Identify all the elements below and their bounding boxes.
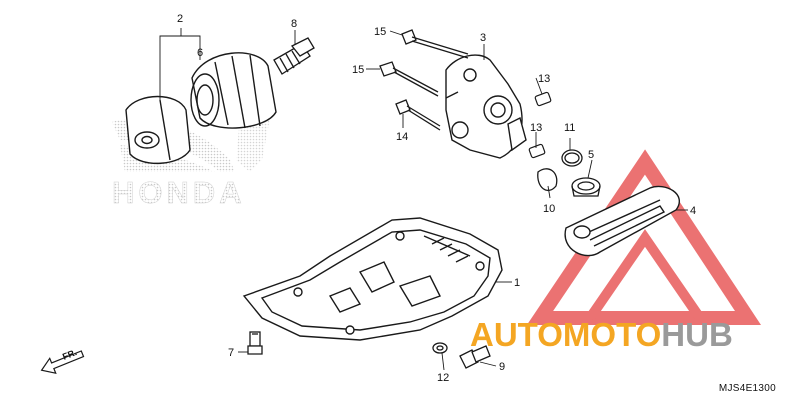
oil-pan	[242, 217, 503, 341]
callout-10: 10	[543, 203, 555, 215]
callout-13-top: 13	[538, 73, 550, 85]
pan-fasteners	[247, 331, 491, 369]
bolts	[379, 29, 469, 131]
callout-15-mid: 15	[352, 64, 364, 76]
honda-logo-text: HONDA	[112, 175, 246, 210]
brand-auto: AUTO	[470, 316, 563, 353]
dowel-pins	[528, 91, 552, 159]
callout-11: 11	[564, 122, 575, 134]
callout-13-bottom: 13	[530, 122, 542, 134]
callout-9: 9	[499, 361, 505, 373]
callout-4: 4	[690, 205, 696, 217]
leader-lines	[159, 28, 688, 371]
callout-7: 7	[228, 347, 234, 359]
o-rings-and-seal	[537, 149, 601, 197]
callout-3: 3	[480, 32, 486, 44]
callout-15-top: 15	[374, 26, 386, 38]
filter-stud	[273, 37, 315, 75]
brand-hub: HUB	[661, 316, 733, 353]
callout-1: 1	[514, 277, 520, 289]
front-arrow-icon	[40, 350, 85, 374]
diagram-code: MJS4E1300	[718, 383, 776, 394]
oil-filter	[125, 52, 277, 165]
oil-pump	[445, 54, 527, 159]
callout-14: 14	[396, 131, 408, 143]
callout-5: 5	[588, 149, 594, 161]
callout-6: 6	[197, 47, 203, 59]
brand-wordmark: AUTOMOTOHUB	[470, 316, 733, 353]
callout-8: 8	[291, 18, 297, 30]
oil-strainer	[564, 185, 680, 257]
callout-12: 12	[437, 372, 449, 384]
brand-moto: MOTO	[563, 316, 661, 353]
callout-2: 2	[177, 13, 183, 25]
